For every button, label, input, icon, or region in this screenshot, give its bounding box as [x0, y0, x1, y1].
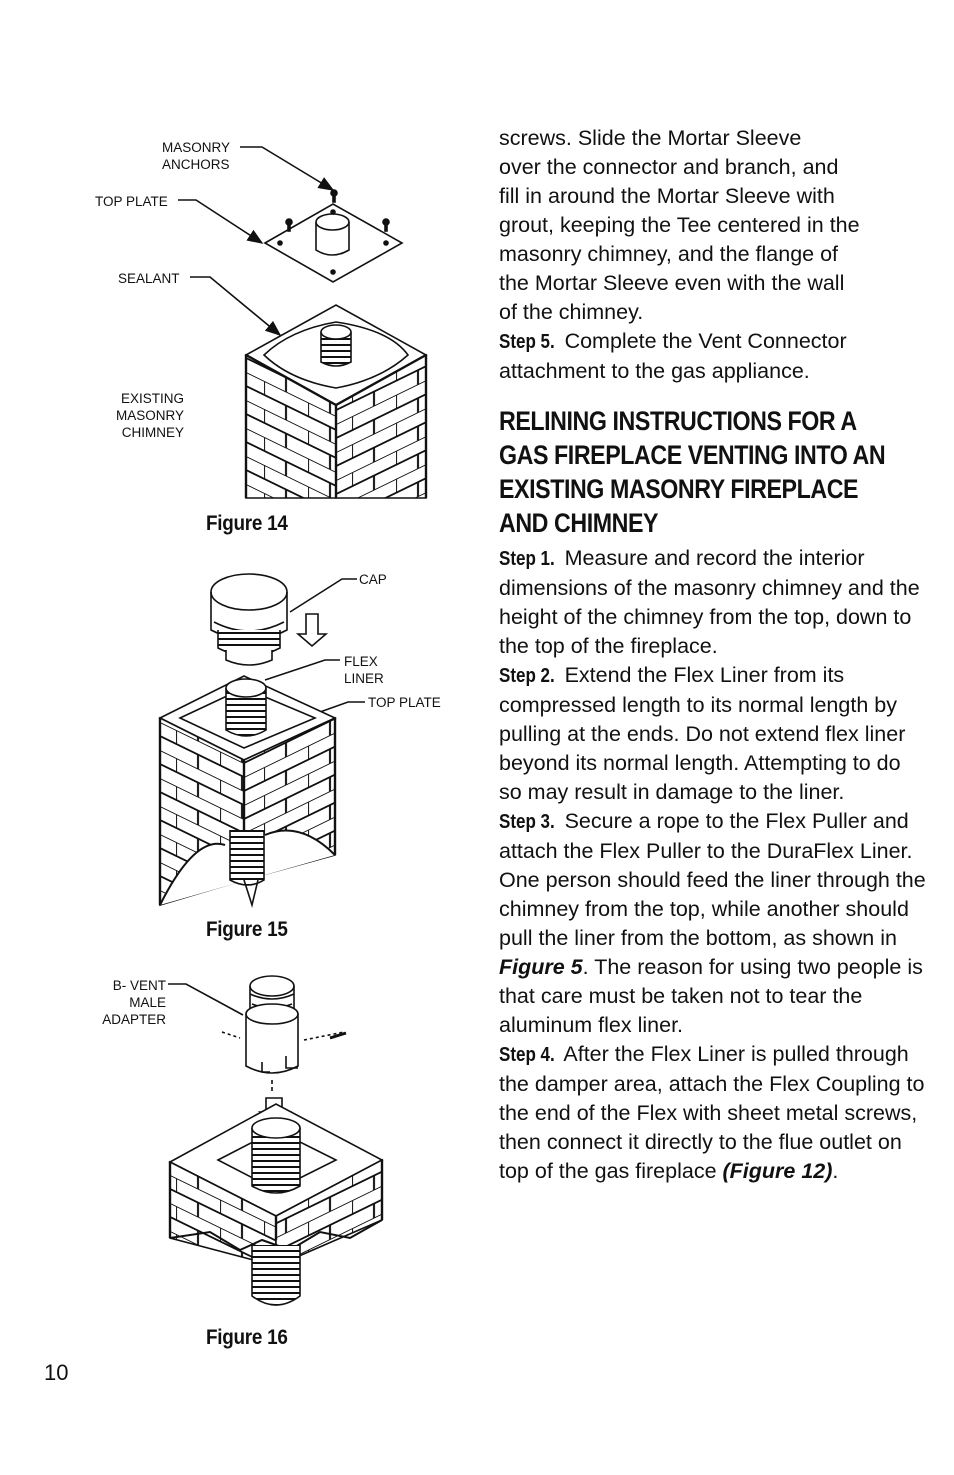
instructions-column: screws. Slide the Mortar Sleeve over the…: [499, 124, 929, 1186]
step-5-label: Step 5.: [499, 331, 555, 353]
figure-12-reference: (Figure 12): [722, 1159, 833, 1183]
label-line: MASONRY: [162, 140, 231, 155]
step-1-text: Measure and record the interior dimensio…: [499, 546, 920, 658]
figure-5-reference: Figure 5: [499, 955, 583, 979]
label-line: MALE: [129, 995, 166, 1010]
text-line: over the connector and branch, and: [499, 155, 839, 179]
section-heading: RELINING INSTRUCTIONS FOR A GAS FIREPLAC…: [499, 406, 886, 538]
text-line: fill in around the Mortar Sleeve with: [499, 184, 835, 208]
step-4-label: Step 4.: [499, 1044, 555, 1066]
label-line: ADAPTER: [102, 1012, 166, 1027]
page-number: 10: [44, 1360, 69, 1385]
label-existing-chimney: EXISTING MASONRY CHIMNEY: [100, 390, 184, 441]
figure-15-drawing: [158, 573, 365, 908]
figure-16-drawing: [168, 975, 384, 1306]
label-line: ANCHORS: [162, 157, 230, 172]
step-3: Step 3. Secure a rope to the Flex Puller…: [499, 807, 929, 1040]
label-line: MASONRY: [115, 408, 184, 423]
label-masonry-anchors: MASONRY ANCHORS: [162, 139, 230, 173]
step-2-text: Extend the Flex Liner from its compresse…: [499, 663, 906, 804]
step-3-text: Secure a rope to the Flex Puller and att…: [499, 809, 926, 950]
figure-16-caption: Figure 16: [206, 1326, 288, 1349]
figure-15-caption: Figure 15: [206, 918, 288, 941]
label-cap: CAP: [359, 572, 387, 587]
label-line: CHIMNEY: [121, 425, 184, 440]
label-line: LINER: [344, 671, 384, 686]
text-line: of the chimney.: [499, 300, 644, 324]
step-4: Step 4. After the Flex Liner is pulled t…: [499, 1040, 929, 1186]
label-top-plate-fig15: TOP PLATE: [368, 695, 441, 710]
label-sealant: SEALANT: [118, 271, 180, 286]
label-flex-liner: FLEX LINER: [344, 653, 384, 687]
figure-14-caption: Figure 14: [206, 512, 288, 535]
label-line: B- VENT: [112, 978, 166, 993]
step-5: Step 5. Complete the Vent Connector atta…: [499, 327, 929, 386]
step-3-text-end: . The reason for using two people is tha…: [499, 955, 923, 1037]
step-1: Step 1. Measure and record the interior …: [499, 544, 929, 661]
step-5-text: Complete the Vent Connector attachment t…: [499, 329, 847, 383]
label-line: FLEX: [344, 654, 378, 669]
text-line: the Mortar Sleeve even with the wall: [499, 271, 845, 295]
step-2: Step 2. Extend the Flex Liner from its c…: [499, 661, 929, 807]
step-3-label: Step 3.: [499, 811, 555, 833]
step-4-period: .: [832, 1159, 839, 1183]
label-top-plate: TOP PLATE: [95, 194, 168, 209]
figure-14-drawing: [178, 146, 428, 499]
step-1-label: Step 1.: [499, 548, 555, 570]
label-line: EXISTING: [120, 391, 184, 406]
step-4-text: After the Flex Liner is pulled through t…: [499, 1042, 925, 1183]
step-2-label: Step 2.: [499, 665, 555, 687]
intro-paragraph: screws. Slide the Mortar Sleeve over the…: [499, 124, 929, 327]
text-line: grout, keeping the Tee centered in the: [499, 213, 860, 237]
text-line: screws. Slide the Mortar Sleeve: [499, 126, 802, 150]
text-line: masonry chimney, and the flange of: [499, 242, 839, 266]
label-bvent-adapter: B- VENT MALE ADAPTER: [80, 977, 166, 1028]
